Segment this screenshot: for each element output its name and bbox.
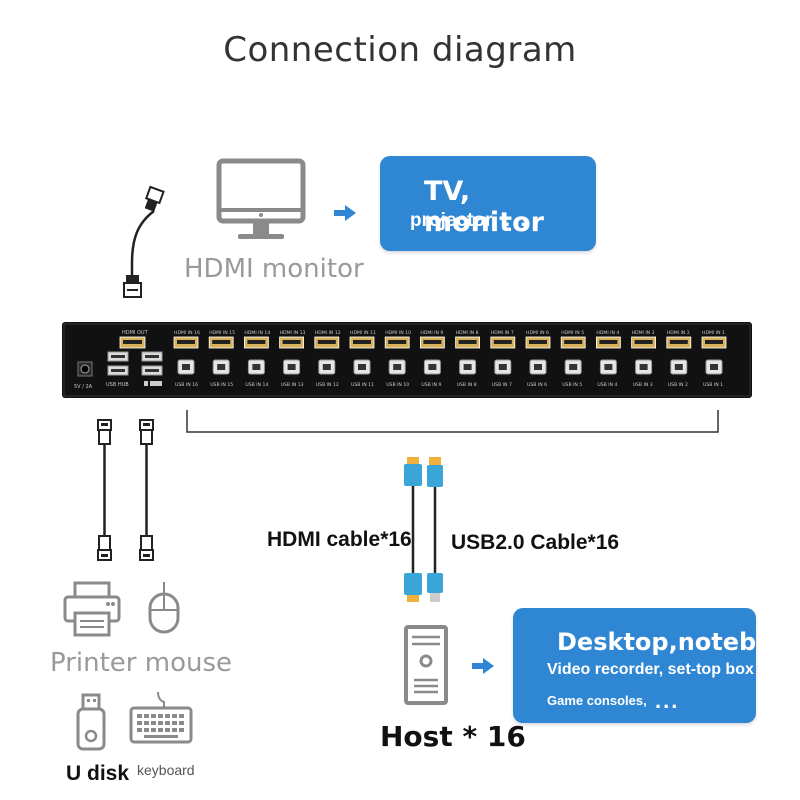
hdmi-port-label: HDMI IN 1 — [702, 330, 725, 336]
usb-port-label: USB IN 1 — [703, 382, 723, 388]
hdmi-port-slot — [705, 340, 723, 344]
usb-port-label: USB IN 12 — [316, 382, 339, 388]
usb-port-label: USB IN 10 — [386, 382, 409, 388]
usb-port-label: USB IN 6 — [527, 382, 547, 388]
hdmi-port-label: HDMI IN 7 — [491, 330, 514, 336]
usb-port-label: USB IN 11 — [351, 382, 374, 388]
hdmi-port-slot — [458, 340, 477, 344]
usb-port-slot — [252, 364, 261, 370]
hdmi-port-slot — [282, 340, 301, 344]
usb-port-slot — [182, 364, 190, 370]
host-box-line3: Game consoles, — [547, 693, 647, 708]
hdmi-cable-label: HDMI cable*16 — [267, 528, 412, 551]
hdmi-port-label: HDMI IN 15 — [209, 330, 235, 336]
usb-port-label: USB IN 2 — [668, 382, 688, 388]
usb-port-slot — [463, 364, 472, 370]
hdmi-port-slot — [493, 340, 512, 344]
hdmi-port-label: HDMI IN 8 — [456, 330, 479, 336]
usb-hub-label: USB HUB — [106, 382, 129, 388]
hdmi-port-slot — [353, 340, 371, 344]
usb-port-label: USB IN 15 — [210, 382, 233, 388]
display-box-line1: TV, monitor — [424, 176, 544, 238]
hdmi-port-label: HDMI IN 13 — [280, 330, 306, 336]
usb-port-label: USB IN 8 — [457, 382, 477, 388]
printer-icon — [63, 581, 121, 637]
hdmi-port-slot — [212, 340, 231, 344]
host-box-line2: Video recorder, set-top box — [547, 661, 754, 678]
hdmi-port-slot — [247, 340, 266, 344]
usb-port-slot — [534, 364, 542, 370]
hdmi-port-label: HDMI IN 12 — [315, 330, 341, 336]
hdmi-port-slot — [317, 340, 336, 344]
usb-port-label: USB IN 16 — [175, 382, 198, 388]
page-title: Connection diagram — [223, 30, 577, 70]
hdmi-port-slot — [634, 340, 653, 344]
hdmi-port-label: HDMI IN 14 — [244, 330, 270, 336]
usb-port-slot — [710, 364, 718, 370]
hdmi-port-slot — [599, 340, 618, 344]
usb-port-slot — [604, 364, 613, 370]
hdmi-port-slot — [423, 340, 442, 344]
usb-port-label: USB IN 3 — [633, 382, 653, 388]
keyboard-label: keyboard — [137, 762, 195, 778]
usb-port-slot — [322, 364, 331, 370]
printer-mouse-label: Printer mouse — [50, 648, 233, 678]
power-label: 5V / 2A — [74, 384, 93, 390]
usb-port-label: USB IN 4 — [597, 382, 617, 388]
udisk-label: U disk — [66, 762, 130, 785]
usb-port-slot — [358, 364, 366, 370]
usb-port-slot — [217, 364, 226, 370]
host-devices-box: Desktop,notebook Video recorder, set-top… — [513, 608, 800, 723]
hdmi-port-label: HDMI IN 3 — [632, 330, 655, 336]
host-label: Host * 16 — [380, 720, 526, 753]
hdmi-port-label: HDMI IN 16 — [174, 330, 200, 336]
hdmi-port-slot — [669, 340, 688, 344]
hdmi-usb-blue-cables-icon — [404, 457, 443, 602]
usb-port-slot — [287, 364, 296, 370]
usb-port-label: USB IN 5 — [562, 382, 582, 388]
mouse-icon — [148, 582, 180, 634]
host-box-line1: Desktop,notebook — [557, 628, 800, 656]
usb-cable-label: USB2.0 Cable*16 — [451, 531, 620, 554]
monitor-icon — [216, 158, 306, 239]
usb-port-slot — [569, 364, 578, 370]
arrow-right-icon — [334, 205, 356, 221]
usb-port-label: USB IN 13 — [281, 382, 304, 388]
host-box-dots: ... — [655, 688, 680, 713]
hdmi-monitor-label: HDMI monitor — [184, 254, 364, 284]
hdmi-port-slot — [177, 340, 195, 344]
display-box-line2: projector — [410, 210, 493, 231]
hdmi-port-slot — [564, 340, 583, 344]
usb-port-slot — [393, 364, 402, 370]
usb-cables-icon — [97, 419, 154, 561]
usb-disk-icon — [76, 693, 106, 751]
display-box-dots: ... — [504, 206, 529, 231]
arrow-right-icon — [472, 658, 494, 674]
hdmi-out-label: HDMI OUT — [122, 330, 149, 336]
keyboard-icon — [129, 691, 193, 744]
display-devices-box: TV, monitor projector ... — [380, 156, 596, 251]
usb-port-slot — [498, 364, 507, 370]
hdmi-cable-icon — [123, 185, 165, 298]
hdmi-port-label: HDMI IN 11 — [350, 330, 376, 336]
computer-tower-icon — [404, 625, 448, 705]
usb-port-label: USB IN 9 — [421, 382, 441, 388]
bracket-line — [186, 410, 719, 433]
usb-port-label: USB IN 7 — [492, 382, 512, 388]
hdmi-port-label: HDMI IN 6 — [526, 330, 549, 336]
hdmi-port-label: HDMI IN 10 — [385, 330, 411, 336]
usb-port-slot — [674, 364, 683, 370]
usb-port-slot — [428, 364, 437, 370]
kvm-switch-device: 5V / 2A USB HUB HDMI OUT HDMI IN 16 USB I… — [62, 322, 752, 398]
hdmi-port-label: HDMI IN 5 — [561, 330, 584, 336]
usb-port-slot — [639, 364, 648, 370]
hdmi-port-slot — [529, 340, 547, 344]
hdmi-port-label: HDMI IN 9 — [420, 330, 443, 336]
hdmi-port-label: HDMI IN 2 — [667, 330, 690, 336]
hdmi-port-slot — [388, 340, 407, 344]
hdmi-port-label: HDMI IN 4 — [596, 330, 619, 336]
usb-port-label: USB IN 14 — [245, 382, 268, 388]
